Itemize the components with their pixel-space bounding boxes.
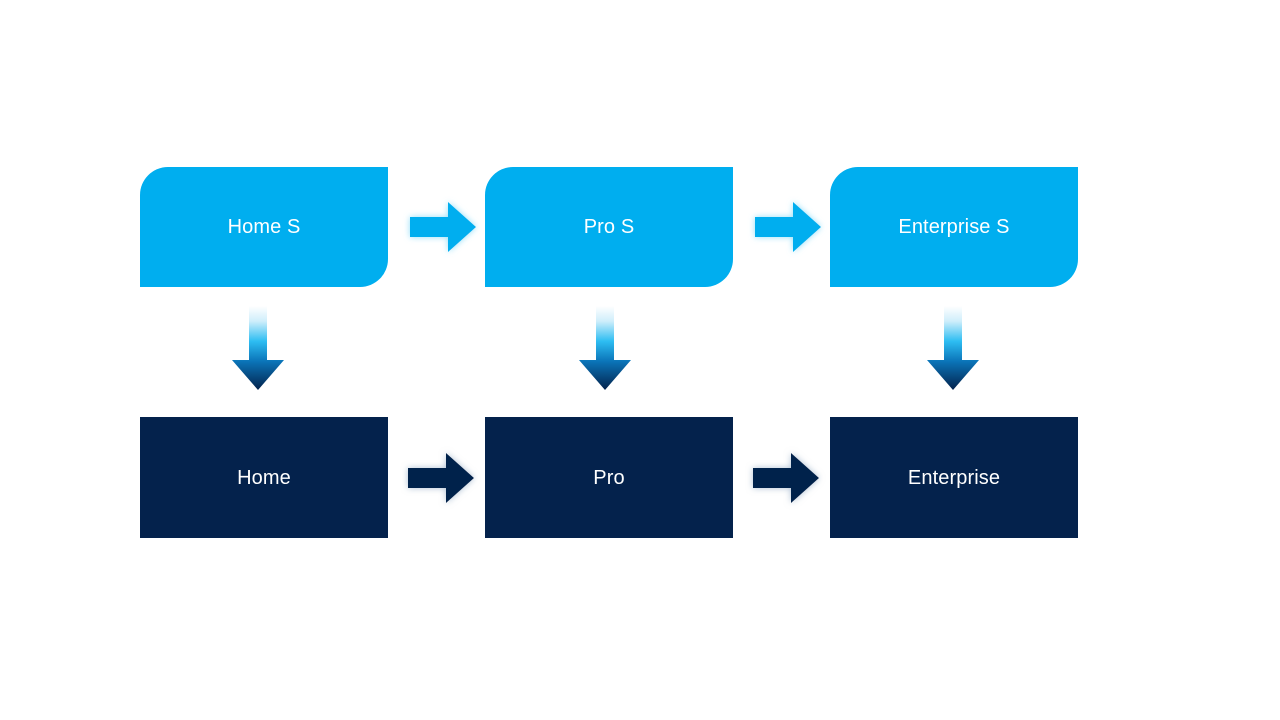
node-enterprise-s[interactable]: Enterprise S bbox=[830, 167, 1078, 287]
node-enterprise-label: Enterprise bbox=[907, 466, 1001, 489]
node-home[interactable]: Home bbox=[140, 417, 388, 538]
arrow-down-icon-pro-s-to-pro bbox=[577, 306, 633, 392]
node-pro-s[interactable]: Pro S bbox=[485, 167, 733, 287]
arrow-right-icon-pro-s-to-enterprise-s bbox=[751, 196, 825, 258]
arrow-right-icon-home-s-to-pro-s bbox=[406, 196, 480, 258]
node-enterprise[interactable]: Enterprise bbox=[830, 417, 1078, 538]
node-pro-s-label: Pro S bbox=[583, 216, 635, 238]
node-pro-label: Pro bbox=[593, 466, 625, 489]
arrow-down-icon-enterprise-s-to-enterprise bbox=[925, 306, 981, 392]
node-home-s[interactable]: Home S bbox=[140, 167, 388, 287]
node-home-label: Home bbox=[237, 466, 291, 489]
node-pro[interactable]: Pro bbox=[485, 417, 733, 538]
arrow-down-icon-home-s-to-home bbox=[230, 306, 286, 392]
arrow-right-icon-pro-to-enterprise bbox=[749, 447, 823, 509]
node-home-s-label: Home S bbox=[227, 216, 301, 238]
node-enterprise-s-label: Enterprise S bbox=[898, 216, 1010, 238]
arrow-right-icon-home-to-pro bbox=[404, 447, 478, 509]
